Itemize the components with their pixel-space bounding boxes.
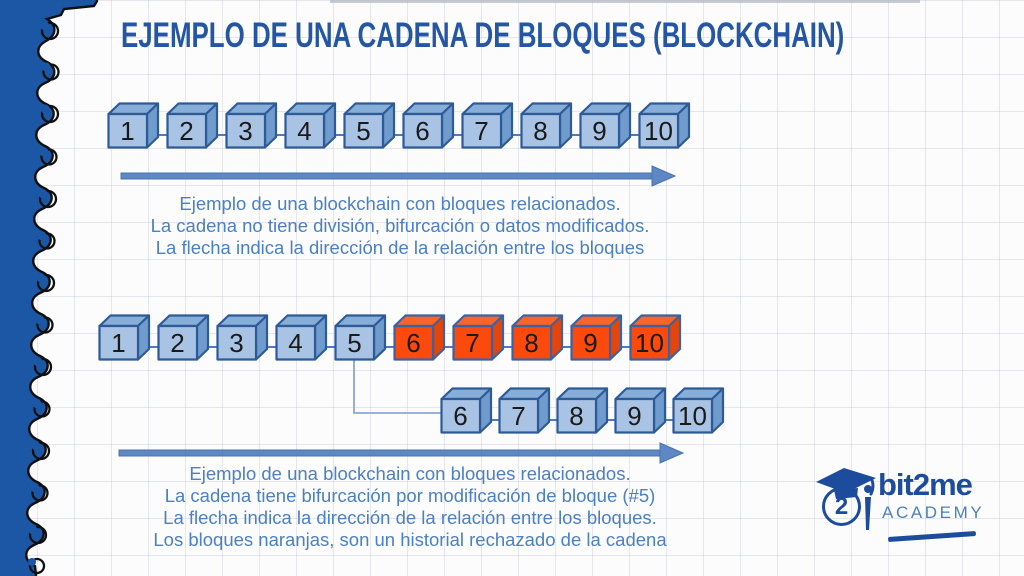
block-number: 3 xyxy=(229,328,244,358)
block-number: 5 xyxy=(356,116,371,146)
block-number: 5 xyxy=(347,328,362,358)
block: 5 xyxy=(343,102,396,149)
block-rejected: 6 xyxy=(393,314,446,361)
caption-line: La flecha indica la dirección de la rela… xyxy=(163,507,657,528)
block: 1 xyxy=(98,314,151,361)
caption-line: La cadena no tiene división, bifurcación… xyxy=(150,215,650,236)
torn-paper-edge-decoration xyxy=(0,0,99,576)
caption-line: La cadena tiene bifurcación por modifica… xyxy=(164,485,656,506)
block: 10 xyxy=(638,102,691,149)
block: 6 xyxy=(402,102,455,149)
block-rejected: 7 xyxy=(452,314,505,361)
block-number: 9 xyxy=(627,401,642,431)
block: 2 xyxy=(166,102,219,149)
block-number: 9 xyxy=(583,328,598,358)
logo-tassel-icon xyxy=(864,485,872,530)
block-rejected: 8 xyxy=(511,314,564,361)
block-number: 7 xyxy=(474,116,489,146)
block: 6 xyxy=(440,387,493,434)
block-number: 4 xyxy=(288,328,303,358)
logo-subbrand-text: ACADEMY xyxy=(882,503,985,522)
logo-underline xyxy=(887,530,977,542)
block-number: 2 xyxy=(170,328,185,358)
block: 4 xyxy=(284,102,337,149)
graduation-cap-icon xyxy=(816,468,876,499)
block: 3 xyxy=(225,102,278,149)
diagram1-caption: Ejemplo de una blockchain con bloques re… xyxy=(50,193,750,259)
caption-line: La flecha indica la dirección de la rela… xyxy=(155,237,645,258)
block-number: 4 xyxy=(297,116,312,146)
block-number: 6 xyxy=(406,328,421,358)
caption-line: Los bloques naranjas, son un historial r… xyxy=(153,529,667,550)
block-number: 2 xyxy=(179,116,194,146)
block-number: 8 xyxy=(533,116,548,146)
block-number: 9 xyxy=(592,116,607,146)
block: 2 xyxy=(157,314,210,361)
direction-arrow xyxy=(118,442,684,464)
page-title: EJEMPLO DE UNA CADENA DE BLOQUES (BLOCKC… xyxy=(121,16,845,55)
block: 3 xyxy=(216,314,269,361)
block-number: 1 xyxy=(120,116,135,146)
block-number: 8 xyxy=(569,401,584,431)
block-number: 8 xyxy=(524,328,539,358)
block-forked: 5 xyxy=(334,314,387,361)
block: 4 xyxy=(275,314,328,361)
block-number: 7 xyxy=(465,328,480,358)
block-number: 3 xyxy=(238,116,253,146)
block: 1 xyxy=(107,102,160,149)
block-number: 10 xyxy=(678,401,707,431)
block: 7 xyxy=(461,102,514,149)
block-rejected: 10 xyxy=(629,314,682,361)
logo-brand-text: bit2me xyxy=(878,467,973,502)
block-number: 7 xyxy=(511,401,526,431)
block-number: 10 xyxy=(635,328,664,358)
block: 8 xyxy=(556,387,609,434)
block-number: 6 xyxy=(415,116,430,146)
block-rejected: 9 xyxy=(570,314,623,361)
block: 9 xyxy=(579,102,632,149)
direction-arrow xyxy=(120,165,676,187)
block-number: 6 xyxy=(453,401,468,431)
block: 7 xyxy=(498,387,551,434)
block: 8 xyxy=(520,102,573,149)
block: 10 xyxy=(672,387,725,434)
page-top-edge-shadow xyxy=(330,0,920,3)
diagram2-caption: Ejemplo de una blockchain con bloques re… xyxy=(55,463,765,551)
caption-line: Ejemplo de una blockchain con bloques re… xyxy=(179,193,621,214)
block-number: 1 xyxy=(111,328,126,358)
block-number: 10 xyxy=(644,116,673,146)
caption-line: Ejemplo de una blockchain con bloques re… xyxy=(189,463,631,484)
block: 9 xyxy=(614,387,667,434)
fork-connector-line xyxy=(353,358,444,414)
